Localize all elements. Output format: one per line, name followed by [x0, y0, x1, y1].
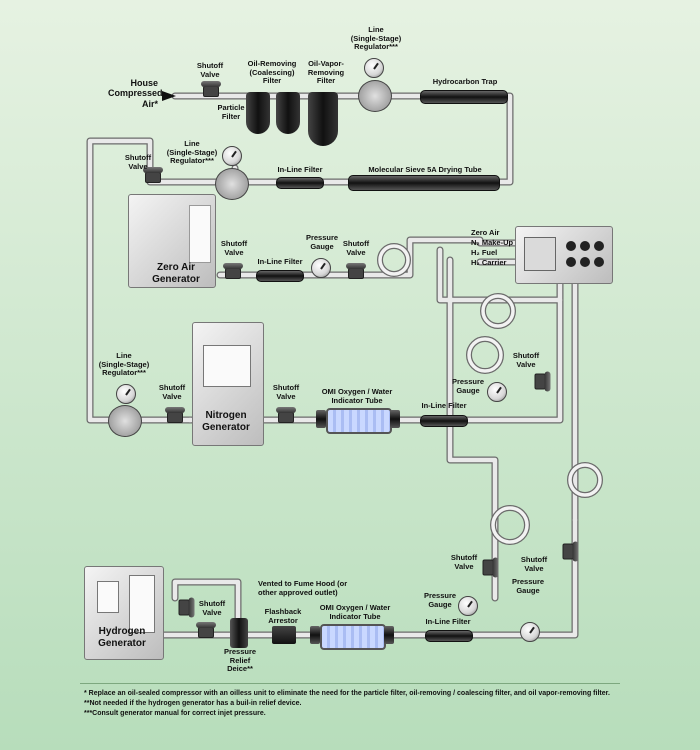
label-line-reg-n2: Line (Single-Stage) Regulator***: [98, 351, 150, 378]
label-inline-filter-h2: In-Line Filter: [425, 617, 471, 626]
gas-chromatograph: [515, 226, 613, 284]
nitrogen-generator: [192, 322, 264, 446]
label-vented: Vented to Fume Hood (or other approved o…: [258, 579, 348, 597]
pressure-gauge-h2-fuel-icon: [458, 596, 478, 616]
hydrocarbon-trap-icon: [420, 90, 508, 104]
shutoff-valve-h2-fuel-icon[interactable]: [482, 559, 494, 576]
label-shutoff-h2: Shutoff Valve: [198, 599, 226, 617]
regulator-gauge-n2-icon: [116, 384, 136, 404]
label-shutoff-top: Shutoff Valve: [196, 61, 224, 79]
pressure-gauge-n2-icon: [487, 382, 507, 402]
regulator-gauge-top-icon: [364, 58, 384, 78]
shutoff-valve-h2-carrier-icon[interactable]: [562, 543, 574, 560]
label-molecular-sieve: Molecular Sieve 5A Drying Tube: [368, 165, 482, 174]
label-inline-filter-za-out: In-Line Filter: [257, 257, 303, 266]
zero-air-generator-panel: [189, 205, 211, 263]
label-shutoff-za-out: Shutoff Valve: [220, 239, 248, 257]
zero-air-generator: [128, 194, 216, 288]
label-gc-n2: N₂ Make-Up: [471, 238, 514, 247]
label-pressure-gauge-n2: Pressure Gauge: [451, 377, 485, 395]
shutoff-valve-n2-icon[interactable]: [165, 407, 185, 423]
omi-tube-h2-icon: [320, 624, 386, 650]
gc-screen: [524, 237, 556, 271]
label-pressure-relief: Pressure Relief Deice**: [223, 647, 257, 674]
inline-filter-zero-air-icon: [276, 177, 324, 189]
regulator-gauge-zero-air-icon: [222, 146, 242, 166]
label-nitrogen-gen: Nitrogen Generator: [202, 410, 250, 433]
label-shutoff-h2-fuel: Shutoff Valve: [450, 553, 478, 571]
label-house-air: House Compressed Air*: [108, 78, 163, 109]
shutoff-valve-za-gc-icon[interactable]: [346, 263, 366, 279]
omi-cap-left-h2: [310, 626, 320, 644]
omi-cap-left-n2: [316, 410, 326, 428]
pressure-gauge-h2-carrier-icon: [520, 622, 540, 642]
hydrogen-generator-panel: [97, 581, 119, 613]
footnote-3: ***Consult generator manual for correct …: [84, 710, 266, 717]
label-gc-zero-air: Zero Air: [471, 228, 500, 237]
label-omi-h2: OMI Oxygen / Water Indicator Tube: [319, 603, 391, 621]
label-gc-h2-carrier: H₂ Carrier: [471, 258, 507, 267]
line-regulator-top-icon[interactable]: [358, 80, 392, 112]
line-regulator-zero-air-icon[interactable]: [215, 168, 249, 200]
inlet-arrow-icon: [162, 91, 176, 101]
label-hydrocarbon-trap: Hydrocarbon Trap: [432, 77, 498, 86]
label-zero-air-gen: Zero Air Generator: [152, 262, 200, 285]
label-shutoff-n2-gc: Shutoff Valve: [512, 351, 540, 369]
pressure-relief-device-icon: [230, 618, 248, 648]
particle-filter-icon: [246, 92, 270, 134]
omi-tube-n2-icon: [326, 408, 392, 434]
inline-filter-za-out-icon: [256, 270, 304, 282]
shutoff-valve-top-icon[interactable]: [201, 81, 221, 97]
label-flashback: Flashback Arrestor: [264, 607, 302, 625]
footnote-1: * Replace an oil-sealed compressor with …: [84, 690, 610, 697]
flashback-arrestor-icon: [272, 626, 296, 644]
line-regulator-n2-icon[interactable]: [108, 405, 142, 437]
gc-ports: [566, 241, 606, 269]
inline-filter-n2-icon: [420, 415, 468, 427]
label-hydrogen-gen: Hydrogen Generator: [98, 626, 146, 649]
label-shutoff-n2: Shutoff Valve: [158, 383, 186, 401]
pressure-gauge-za-icon: [311, 258, 331, 278]
label-gc-h2-fuel: H₂ Fuel: [471, 248, 498, 257]
footnote-divider: [80, 683, 620, 684]
label-inline-filter-za: In-Line Filter: [277, 165, 323, 174]
shutoff-valve-n2-out-icon[interactable]: [276, 407, 296, 423]
label-omi-n2: OMI Oxygen / Water Indicator Tube: [321, 387, 393, 405]
shutoff-valve-n2-gc-icon[interactable]: [534, 373, 546, 390]
oil-vapor-filter-icon: [308, 92, 338, 146]
shutoff-valve-zero-air-icon[interactable]: [143, 167, 163, 183]
shutoff-valve-za-out-icon[interactable]: [223, 263, 243, 279]
hydrogen-generator: [84, 566, 164, 660]
shutoff-valve-vent-icon[interactable]: [178, 599, 190, 616]
inline-filter-h2-icon: [425, 630, 473, 642]
label-pressure-gauge-h2-fuel: Pressure Gauge: [423, 591, 457, 609]
label-line-reg-top: Line (Single-Stage) Regulator***: [350, 25, 402, 52]
omi-cap-right-n2: [390, 410, 400, 428]
footnote-2: **Not needed if the hydrogen generator h…: [84, 700, 302, 707]
label-pressure-gauge-h2-carrier: Pressure Gauge: [511, 577, 545, 595]
label-shutoff-zero-air: Shutoff Valve: [124, 153, 152, 171]
hydrogen-generator-door: [129, 575, 155, 633]
label-pressure-gauge-za: Pressure Gauge: [305, 233, 339, 251]
label-line-reg-zero-air: Line (Single-Stage) Regulator***: [166, 139, 218, 166]
label-inline-filter-n2: In-Line Filter: [421, 401, 467, 410]
label-oil-removing: Oil-Removing (Coalescing) Filter: [247, 59, 297, 86]
label-particle-filter: Particle Filter: [217, 103, 245, 121]
coalescing-filter-icon: [276, 92, 300, 134]
label-shutoff-za-gc: Shutoff Valve: [342, 239, 370, 257]
label-shutoff-h2-carrier: Shutoff Valve: [520, 555, 548, 573]
omi-cap-right-h2: [384, 626, 394, 644]
nitrogen-generator-panel: [203, 345, 251, 387]
label-oil-vapor: Oil-Vapor- Removing Filter: [307, 59, 345, 86]
molecular-sieve-icon: [348, 175, 500, 191]
label-shutoff-n2-out: Shutoff Valve: [272, 383, 300, 401]
shutoff-valve-h2-icon[interactable]: [196, 622, 216, 638]
